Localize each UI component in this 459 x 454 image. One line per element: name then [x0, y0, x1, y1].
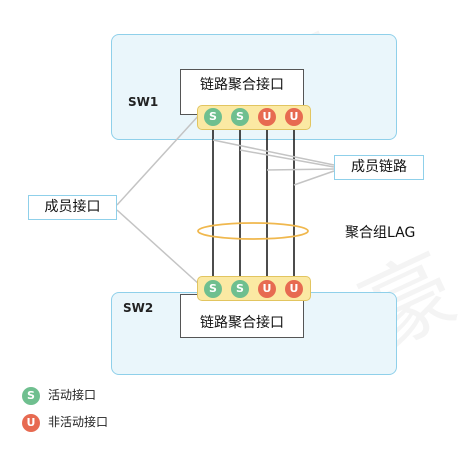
lag-interface-label: 链路聚合接口 — [200, 315, 284, 331]
callout-line — [116, 209, 201, 286]
inactive-port-icon: U — [258, 108, 276, 126]
active-port-icon: S — [204, 108, 222, 126]
inactive-port-icon: U — [285, 280, 303, 298]
inactive-port-icon: U — [258, 280, 276, 298]
callout-line — [212, 139, 335, 166]
member-port-callout: 成员接口 — [28, 195, 117, 220]
callout-line — [293, 170, 335, 186]
legend-inactive-label: 非活动接口 — [48, 415, 109, 429]
active-port-icon: S — [231, 280, 249, 298]
active-port-icon: S — [231, 108, 249, 126]
callout-line — [239, 149, 335, 168]
lag-group-ellipse — [197, 222, 309, 240]
active-port-icon: S — [204, 280, 222, 298]
callout-line — [116, 113, 201, 206]
active-port-icon: S — [22, 386, 40, 405]
lag-group-label: 聚合组LAG — [345, 225, 416, 241]
legend-active-label: 活动接口 — [48, 388, 97, 402]
legend-inactive: U 非活动接口 — [22, 413, 108, 432]
member-link-callout: 成员链路 — [334, 155, 424, 180]
legend-active: S 活动接口 — [22, 386, 96, 405]
inactive-port-icon: U — [285, 108, 303, 126]
lag-interface-sw2: 链路聚合接口 — [180, 294, 304, 338]
switch-sw2-name: SW2 — [123, 301, 154, 315]
lag-interface-label: 链路聚合接口 — [200, 77, 284, 93]
switch-sw1-name: SW1 — [128, 95, 159, 109]
inactive-port-icon: U — [22, 413, 40, 432]
callout-line — [266, 168, 335, 171]
